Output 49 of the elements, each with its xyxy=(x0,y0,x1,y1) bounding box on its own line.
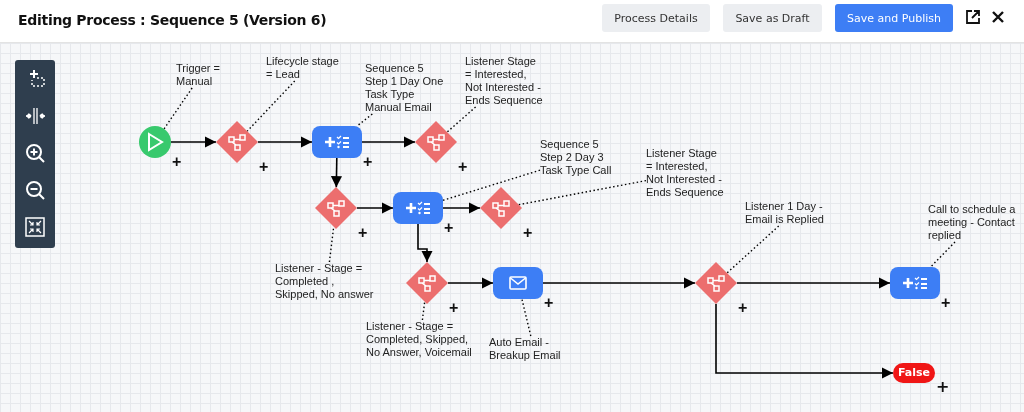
annotation-text: Lifecycle stage = Lead xyxy=(266,55,348,81)
arrow xyxy=(417,223,433,263)
arrow xyxy=(715,303,894,379)
annotation-text: Listener Stage = Interested, Not Interested - Ends Sequence xyxy=(465,55,545,107)
leader-line xyxy=(421,301,426,321)
arrow xyxy=(361,136,416,148)
add-step-label: + xyxy=(449,301,459,315)
arrow xyxy=(330,157,343,189)
details-button: Process Details xyxy=(602,4,710,32)
leader-line xyxy=(328,226,335,263)
add-step-label: + xyxy=(458,160,468,174)
add-step-label: + xyxy=(936,380,950,394)
annotation-text: Listener - Stage = Completed, Skipped, No Answer, Voicemail xyxy=(366,320,474,359)
leader-line xyxy=(521,298,532,337)
add-step-label: + xyxy=(363,155,373,169)
arrow xyxy=(356,202,394,214)
arrow xyxy=(170,136,217,148)
annotation-text: Auto Email - Breakup Email xyxy=(489,336,579,362)
arrow xyxy=(257,136,313,148)
leader-line xyxy=(442,169,541,201)
add-step-label: + xyxy=(523,226,533,240)
leader-line xyxy=(356,113,373,127)
arrow xyxy=(736,277,891,289)
page-title: Editing Process : Sequence 5 (Version 6) xyxy=(18,12,327,28)
leader-line xyxy=(726,225,780,274)
draft-button: Save as Draft xyxy=(723,4,822,32)
leader-line xyxy=(518,179,647,206)
leader-line xyxy=(246,80,296,132)
leader-line xyxy=(446,106,477,133)
annotation-text: Sequence 5 Step 1 Day One Task Type Manual Email xyxy=(365,62,445,114)
leader-line xyxy=(163,87,193,130)
annotation-text: Call to schedule a meeting - Contact replied xyxy=(928,203,1020,242)
annotation-text: Listener Stage = Interested, Not Interested - Ends Sequence xyxy=(646,147,726,199)
annotation-text: Listener 1 Day - Email is Replied xyxy=(745,200,841,226)
arrow xyxy=(447,277,494,289)
add-step-label: + xyxy=(172,155,182,169)
add-step-label: + xyxy=(544,296,554,310)
add-step-label: + xyxy=(444,221,454,235)
arrow xyxy=(442,202,481,214)
arrow xyxy=(542,277,696,289)
add-step-label: + xyxy=(941,296,951,310)
leader-line xyxy=(929,241,956,268)
annotation-text: Listener - Stage = Completed , Skipped, No answer xyxy=(275,262,379,301)
add-step-label: + xyxy=(738,301,748,315)
annotation-text: Sequence 5 Step 2 Day 3 Task Type Call xyxy=(540,138,622,177)
add-step-label: + xyxy=(358,226,368,240)
add-step-label: + xyxy=(259,160,269,174)
annotation-text: Trigger = Manual xyxy=(176,62,226,88)
publish-button: Save and Publish xyxy=(835,4,953,32)
